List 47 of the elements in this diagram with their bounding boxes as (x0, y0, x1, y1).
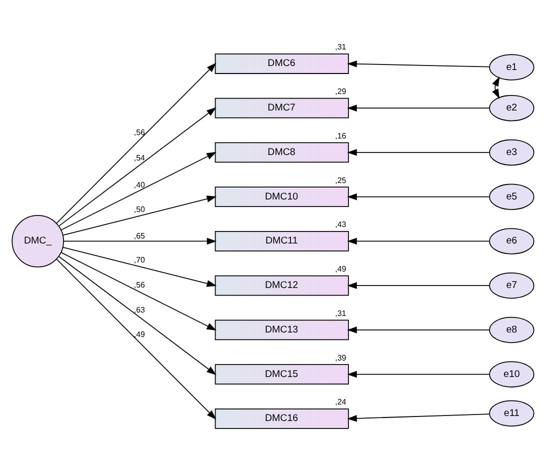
node-ellipse: e8 (489, 316, 534, 343)
edge-label: ,63 (134, 304, 145, 314)
edge-label: ,49 (134, 330, 145, 339)
arrow (347, 148, 490, 156)
edge-label: ,54 (134, 153, 145, 162)
node-ellipse: e11 (489, 400, 534, 426)
arrow (56, 258, 216, 420)
arrow (56, 62, 216, 224)
edge-label: ,40 (134, 180, 145, 189)
arrow (347, 60, 490, 67)
arrow (58, 256, 216, 375)
arrow (347, 192, 490, 200)
arrow (492, 76, 500, 98)
node-label: ,16 (335, 130, 346, 140)
edge-label: ,56 (134, 280, 145, 290)
edge-label: ,50 (134, 204, 145, 214)
node-ellipse: e5 (489, 183, 534, 210)
edge-label: ,65 (134, 231, 145, 240)
arrow (62, 195, 217, 236)
node-label: ,31 (335, 42, 346, 52)
arrow (347, 326, 490, 333)
node-ellipse: e2 (489, 94, 534, 121)
arrow (62, 246, 217, 286)
node-ellipse: e7 (489, 272, 534, 298)
node-label: ,43 (335, 220, 346, 229)
node-label: ,39 (335, 352, 346, 362)
node-label: ,31 (335, 308, 346, 318)
arrow (63, 237, 217, 244)
node-ellipse: e1 (489, 54, 534, 80)
arrow (58, 106, 216, 226)
arrow (60, 252, 217, 330)
arrow (347, 413, 490, 422)
node-ellipse: e6 (489, 228, 534, 254)
arrow (60, 151, 217, 230)
node-label: ,24 (335, 397, 346, 406)
node-label: ,49 (335, 264, 346, 274)
edge-label: ,56 (134, 127, 145, 136)
arrow (347, 282, 490, 288)
arrow (347, 370, 490, 378)
edge-label: ,70 (134, 255, 145, 264)
node-ellipse: e10 (489, 360, 534, 387)
node-ellipse: e3 (489, 138, 534, 166)
arrow (347, 104, 490, 112)
node-circle: DMC_ (12, 214, 64, 267)
node-label: ,29 (335, 86, 346, 96)
arrow (347, 237, 490, 244)
node-label: ,25 (335, 175, 346, 184)
